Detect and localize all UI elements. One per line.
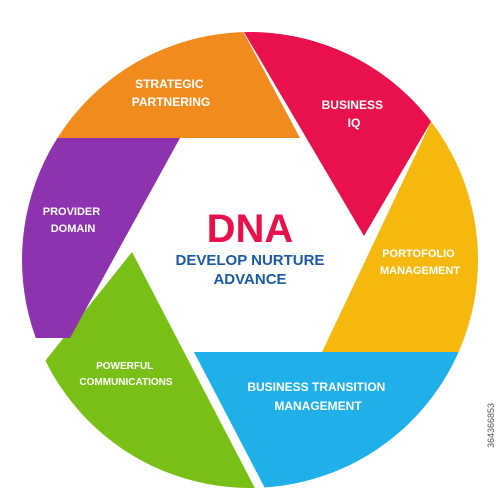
- segment-portfolio-management: [322, 120, 478, 352]
- label-business-iq: BUSINESS IQ: [322, 98, 387, 130]
- label-provider-domain: PROVIDER DOMAIN: [43, 206, 104, 235]
- center-title-dna: DNA: [207, 207, 294, 251]
- label-powerful-communications: POWERFUL COMMUNICATIONS: [79, 361, 172, 388]
- label-business-transition: BUSINESS TRANSITION MANAGEMENT: [247, 380, 388, 413]
- center-subtitle-line1: DEVELOP NURTURE: [176, 252, 325, 269]
- stock-id-text: 364366853: [486, 402, 496, 448]
- segment-provider-domain: [22, 138, 180, 338]
- label-strategic-partnering: STRATEGIC PARTNERING: [132, 77, 210, 109]
- center-subtitle-line2: ADVANCE: [213, 271, 286, 288]
- label-portfolio-management: PORTOFOLIO MANAGEMENT: [380, 248, 460, 277]
